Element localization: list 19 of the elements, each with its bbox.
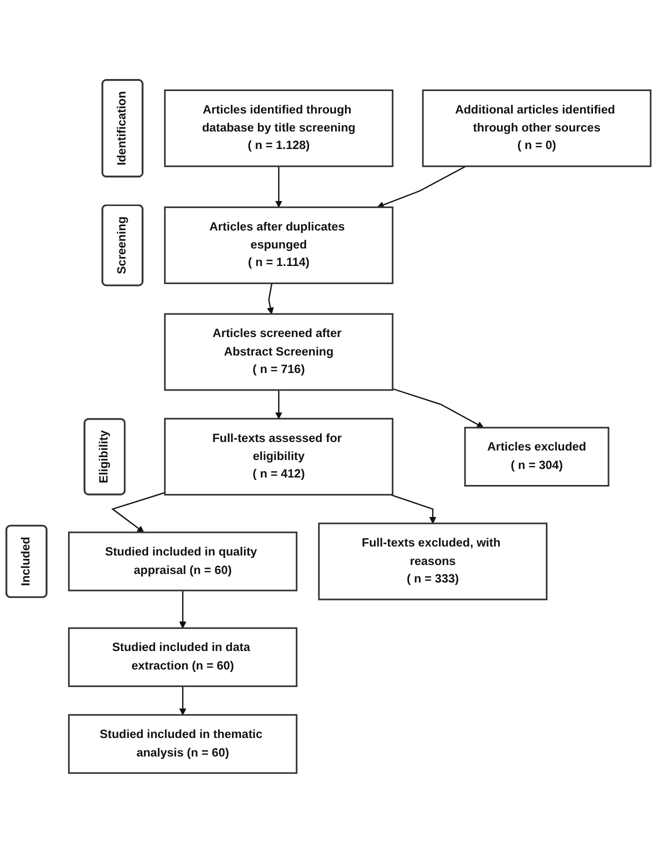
arrow <box>111 492 166 533</box>
arrow <box>275 390 282 419</box>
node-box: Articles screened after Abstract Screening ( n = 716) <box>164 313 394 391</box>
arrow <box>390 494 436 524</box>
arrow <box>266 283 274 314</box>
node-box: Full-texts excluded, with reasons ( n = 333) <box>318 522 548 600</box>
node-box: Additional articles identified through other sources ( n = 0) <box>422 89 652 168</box>
node-box: Articles excluded ( n = 304) <box>464 426 610 487</box>
node-box: Studied included in quality appraisal (n = 60) <box>68 532 298 592</box>
node-box: Full-texts assessed for eligibility ( n = 412) <box>164 418 394 496</box>
arrow <box>179 686 186 716</box>
node-box: Articles after duplicates espunged ( n = 1.114) <box>164 206 394 284</box>
node-box: Studied included in data extraction (n = 60) <box>68 627 298 688</box>
arrow <box>392 388 484 428</box>
arrow <box>377 166 466 208</box>
node-box: Articles identified through database by title screening ( n = 1.128) <box>164 89 394 168</box>
node-box: Studied included in thematic analysis (n = 60) <box>68 714 298 774</box>
arrow <box>179 590 186 628</box>
arrow <box>275 166 282 208</box>
